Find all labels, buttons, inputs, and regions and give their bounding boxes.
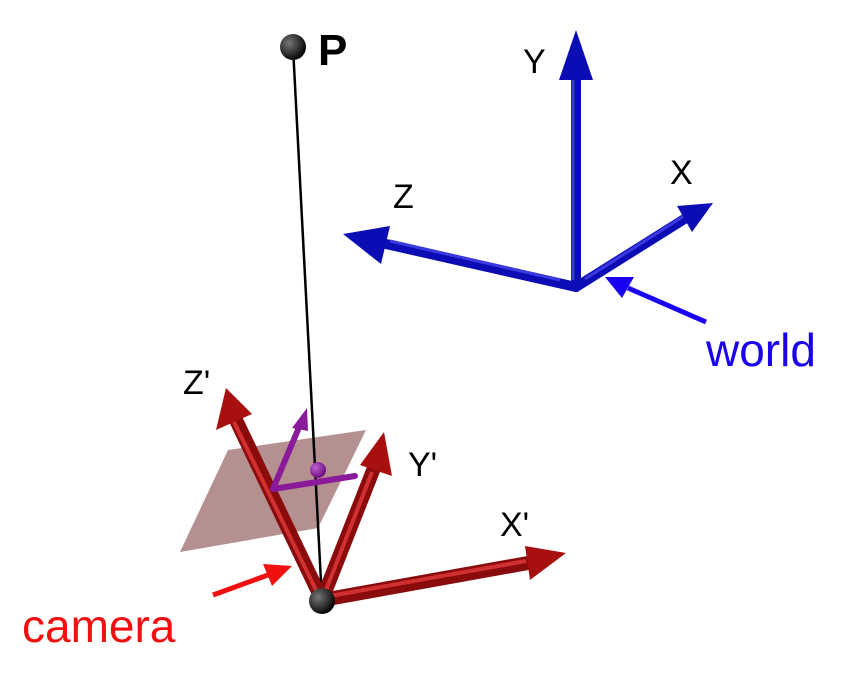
world-y-label: Y [523,43,546,81]
world-label: world [705,324,816,376]
world-z-axis [343,226,581,292]
point-p-label: P [318,26,347,75]
camera-origin-point [309,588,335,614]
projection-ray [291,46,324,602]
camera-y-label: Y' [408,446,437,484]
camera-x-axis [315,546,566,607]
world-x-axis [571,203,713,292]
world-y-axis [559,30,593,290]
camera-z-axis [216,388,329,607]
camera-frame: Z' Y' X' camera [22,364,566,652]
point-p: P [280,26,347,75]
world-z-label: Z [393,178,414,216]
world-frame: Y Z X world [343,30,816,376]
image-plane-axes [270,408,358,492]
point-p-marker [280,34,306,60]
camera-z-label: Z' [183,364,210,402]
camera-y-axis [315,432,392,607]
camera-x-label: X' [500,506,529,544]
world-x-label: X [670,154,693,192]
camera-label: camera [22,600,176,652]
camera-pointer-arrow [212,564,292,598]
world-pointer-arrow [605,277,707,325]
